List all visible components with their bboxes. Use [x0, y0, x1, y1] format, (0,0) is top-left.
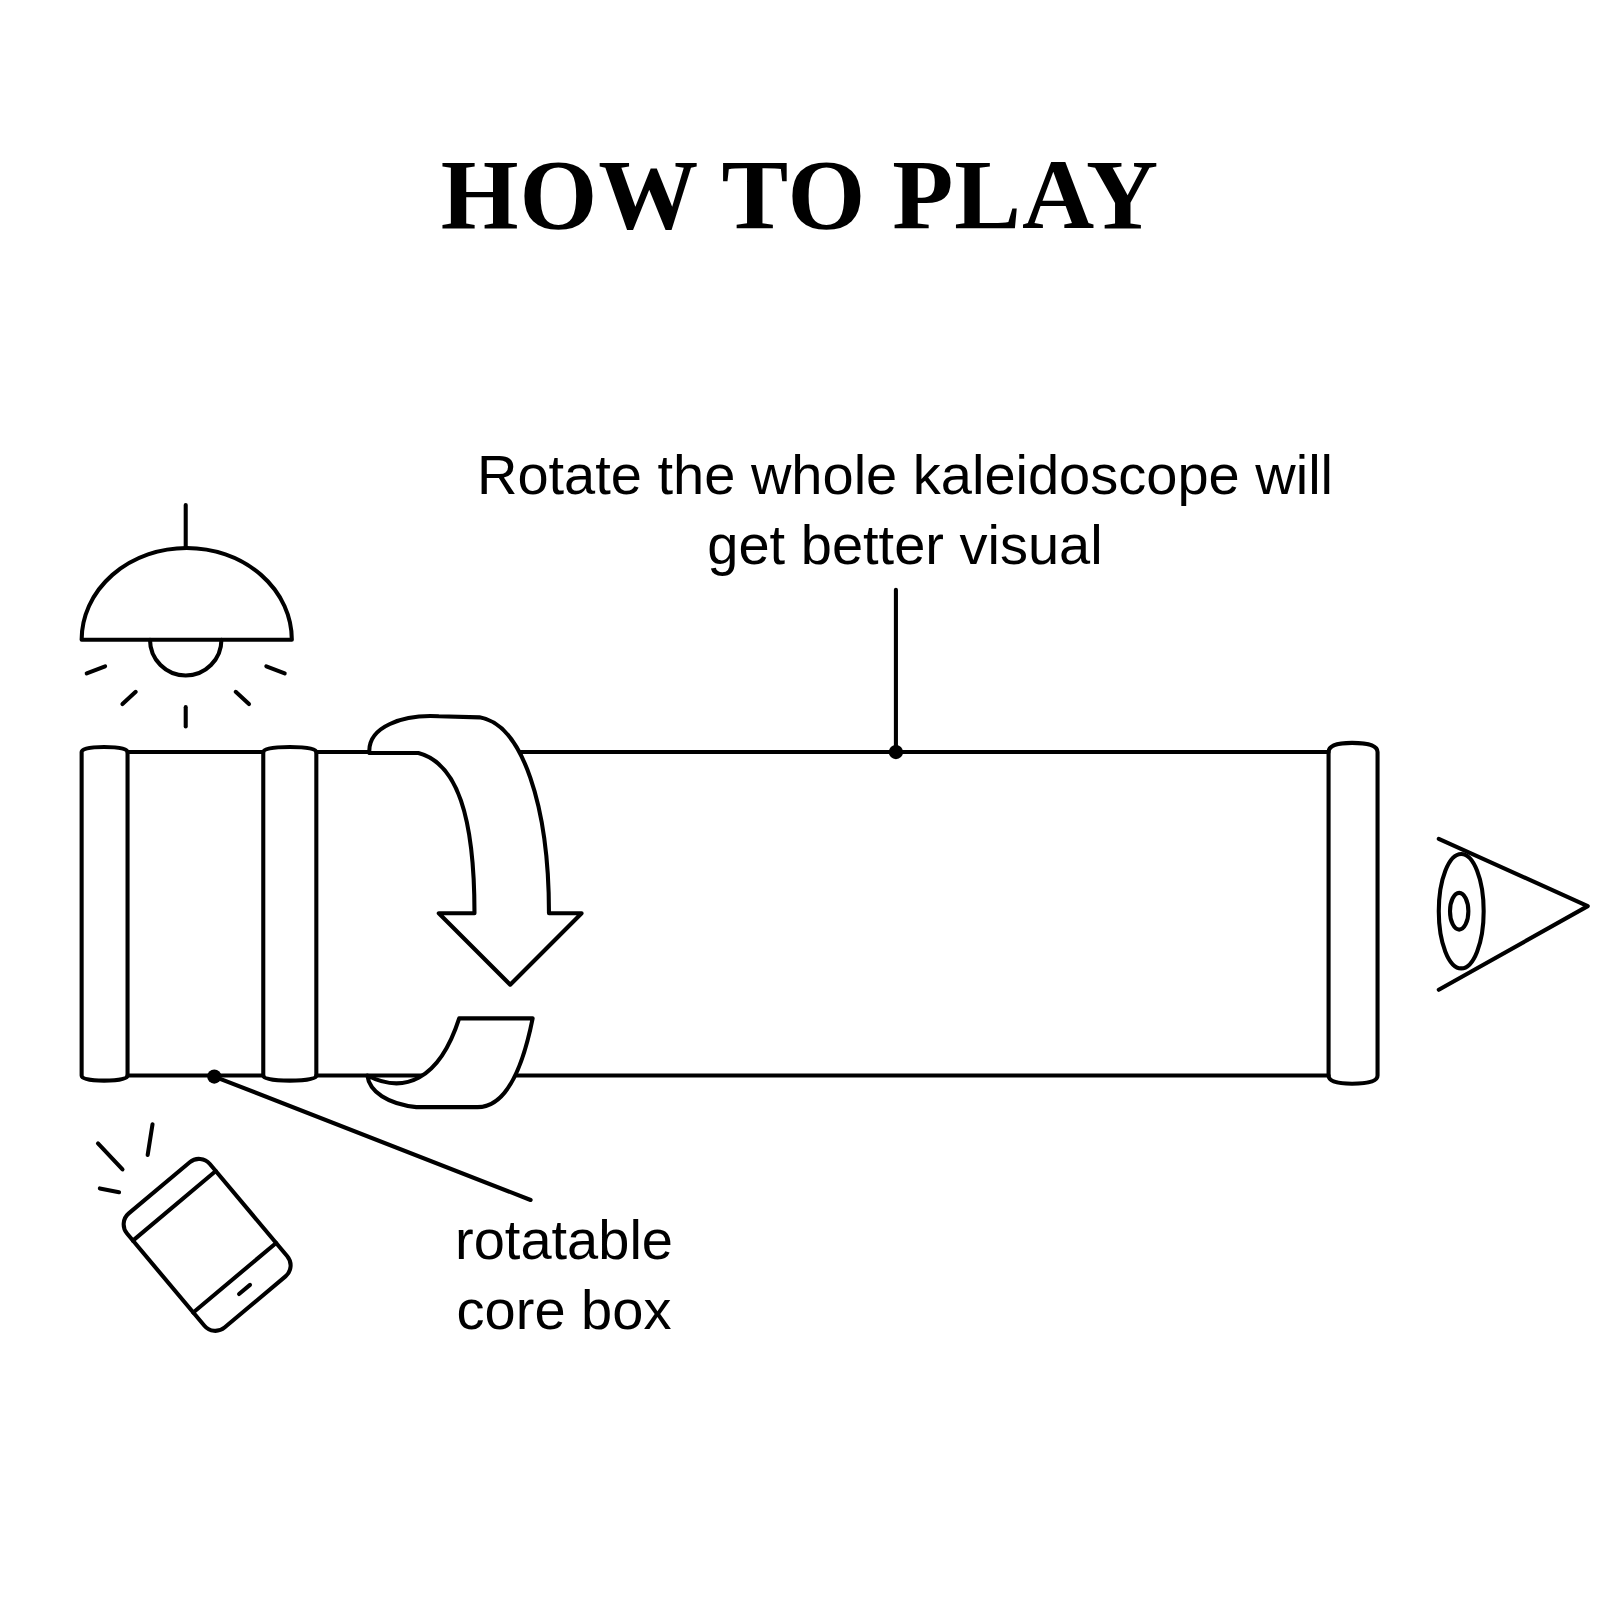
leader-line	[214, 1077, 530, 1200]
rotation-arrow	[367, 716, 581, 1107]
page-title: HOW TO PLAY	[200, 140, 1400, 250]
eye-icon	[1439, 839, 1588, 990]
lamp-icon	[82, 505, 292, 726]
kaleidoscope-tube	[82, 743, 1378, 1084]
phone-icon	[71, 1097, 297, 1337]
part-label: rotatable core box	[414, 1205, 714, 1345]
leader-dot	[207, 1069, 221, 1083]
leader-dot	[889, 745, 903, 759]
instruction-label: Rotate the whole kaleidoscope will get b…	[455, 440, 1355, 580]
leader-line	[894, 590, 898, 752]
